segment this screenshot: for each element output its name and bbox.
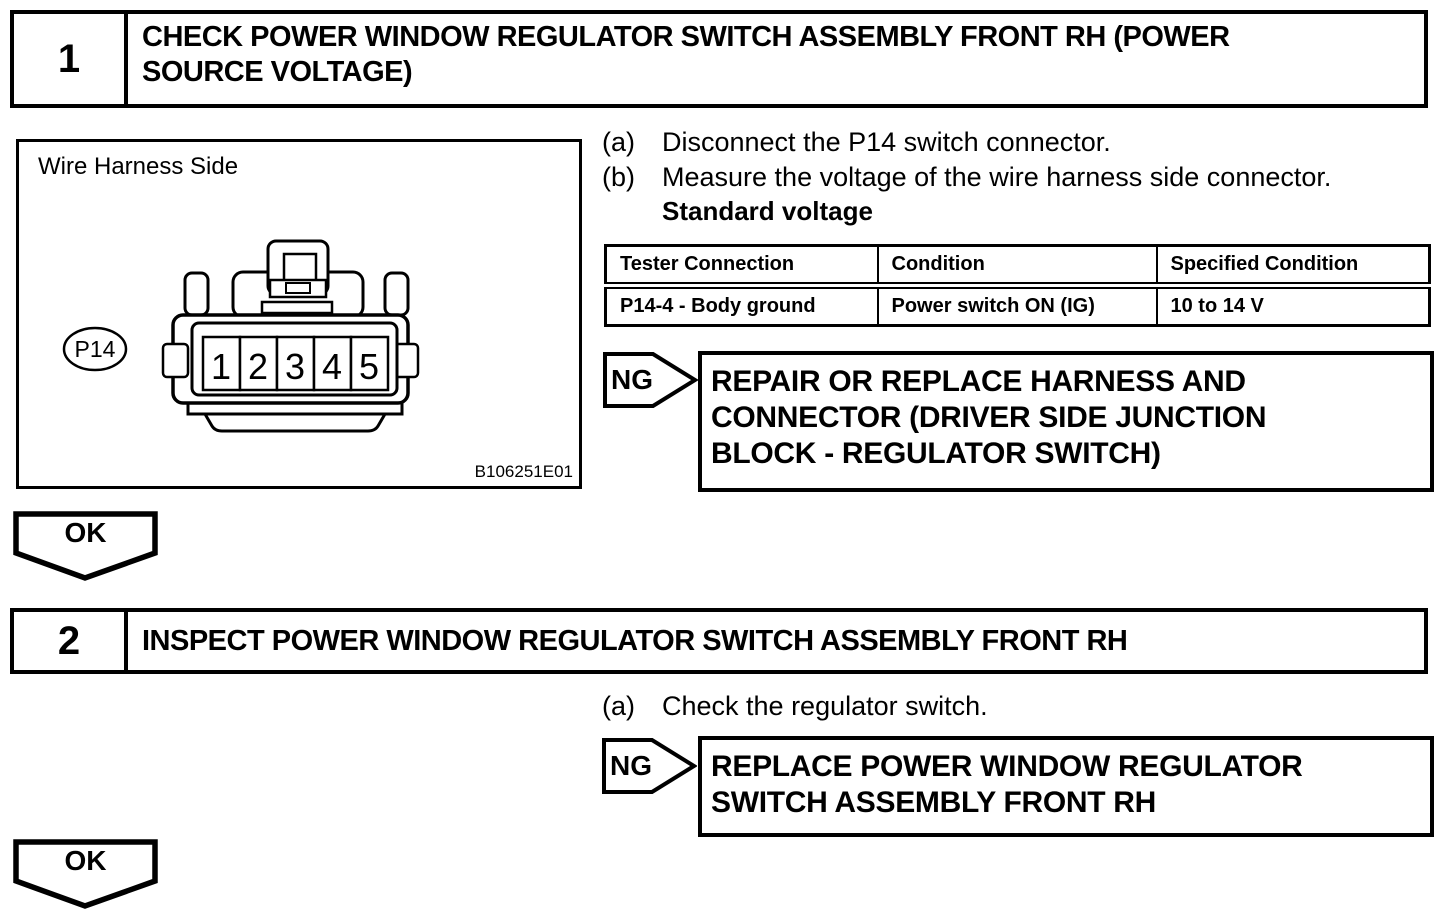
table-cell-specified-condition: 10 to 14 V: [1155, 284, 1431, 327]
instruction-row: (a) Disconnect the P14 switch connector.: [602, 126, 1111, 158]
connector-ear-right: [383, 271, 410, 317]
connector-lock-slot: [285, 282, 311, 294]
connector-ear-left: [183, 271, 210, 317]
table-cell-tester-connection: P14-4 - Body ground: [604, 284, 879, 327]
ng-arrow-shape: [603, 352, 698, 408]
list-marker: (b): [602, 162, 635, 192]
connector-bottom-skirt: [202, 412, 388, 433]
connector-diagram: 1 2 3 4 5 P14: [62, 239, 420, 433]
pin-cell-4: [312, 335, 353, 392]
ok-arrow-shape: [13, 839, 158, 909]
ok-label: OK: [64, 517, 107, 548]
instruction-text: Disconnect the P14 switch connector.: [662, 127, 1111, 157]
wire-harness-figure: 1 2 3 4 5 P14 Wire Harness Side B106251E…: [16, 139, 582, 489]
table-header-condition: Condition: [876, 244, 1158, 289]
ok-label: OK: [64, 845, 107, 876]
connector-lock-tab-window: [282, 252, 318, 283]
connector-label: P14: [75, 336, 116, 362]
step-1-title: CHECK POWER WINDOW REGULATOR SWITCH ASSE…: [142, 21, 1230, 88]
table-header-row: Tester Connection Condition Specified Co…: [604, 244, 1431, 289]
spec-table: Tester Connection Condition Specified Co…: [604, 244, 1431, 327]
pin-number-2: 2: [248, 346, 268, 387]
table-row: P14-4 - Body ground Power switch ON (IG)…: [604, 284, 1431, 327]
ng-label: NG: [611, 364, 653, 395]
spec-heading: Standard voltage: [662, 196, 873, 226]
instruction-row: (b) Measure the voltage of the wire harn…: [602, 161, 1331, 193]
ng-arrow-step1: NG: [603, 352, 698, 409]
pin-cell-3: [275, 335, 316, 392]
table-cell-condition: Power switch ON (IG): [876, 284, 1158, 327]
step-1-number: 1: [14, 14, 128, 104]
ng-arrow-shape: [602, 738, 697, 794]
connector-body-slot: [260, 300, 334, 315]
step-2-header: 2 INSPECT POWER WINDOW REGULATOR SWITCH …: [10, 608, 1428, 674]
ng-result-step2: REPLACE POWER WINDOW REGULATOR SWITCH AS…: [698, 736, 1434, 837]
instruction-text: Check the regulator switch.: [662, 691, 988, 721]
step-1-header: 1 CHECK POWER WINDOW REGULATOR SWITCH AS…: [10, 10, 1428, 108]
ng-arrow-step2: NG: [602, 738, 697, 795]
pin-cell-5: [349, 335, 390, 392]
ng-result-step1: REPAIR OR REPLACE HARNESS AND CONNECTOR …: [698, 351, 1434, 492]
instruction-row: (a) Check the regulator switch.: [602, 690, 988, 722]
pin-number-5: 5: [359, 346, 379, 387]
step-2-title: INSPECT POWER WINDOW REGULATOR SWITCH AS…: [142, 624, 1128, 657]
table-header-tester-connection: Tester Connection: [604, 244, 879, 289]
pin-number-3: 3: [285, 346, 305, 387]
ng-result-text: REPAIR OR REPLACE HARNESS AND CONNECTOR …: [711, 365, 1267, 470]
table-header-specified-condition: Specified Condition: [1155, 244, 1431, 289]
ng-result-text: REPLACE POWER WINDOW REGULATOR SWITCH AS…: [711, 750, 1303, 819]
ng-label: NG: [610, 750, 652, 781]
ok-arrow-step2: OK: [13, 839, 159, 911]
connector-label-oval: [62, 326, 128, 372]
list-marker: (a): [602, 127, 635, 157]
ok-arrow-shape: [13, 511, 158, 581]
figure-code: B106251E01: [474, 462, 573, 481]
step-2-number: 2: [14, 612, 128, 670]
pin-number-1: 1: [211, 346, 231, 387]
figure-caption: Wire Harness Side: [38, 153, 239, 180]
instruction-text: Measure the voltage of the wire harness …: [662, 162, 1332, 192]
pin-number-4: 4: [322, 346, 342, 387]
connector-side-tab-left: [161, 342, 190, 379]
list-marker: (a): [602, 691, 635, 721]
ok-arrow-step1: OK: [13, 511, 159, 583]
